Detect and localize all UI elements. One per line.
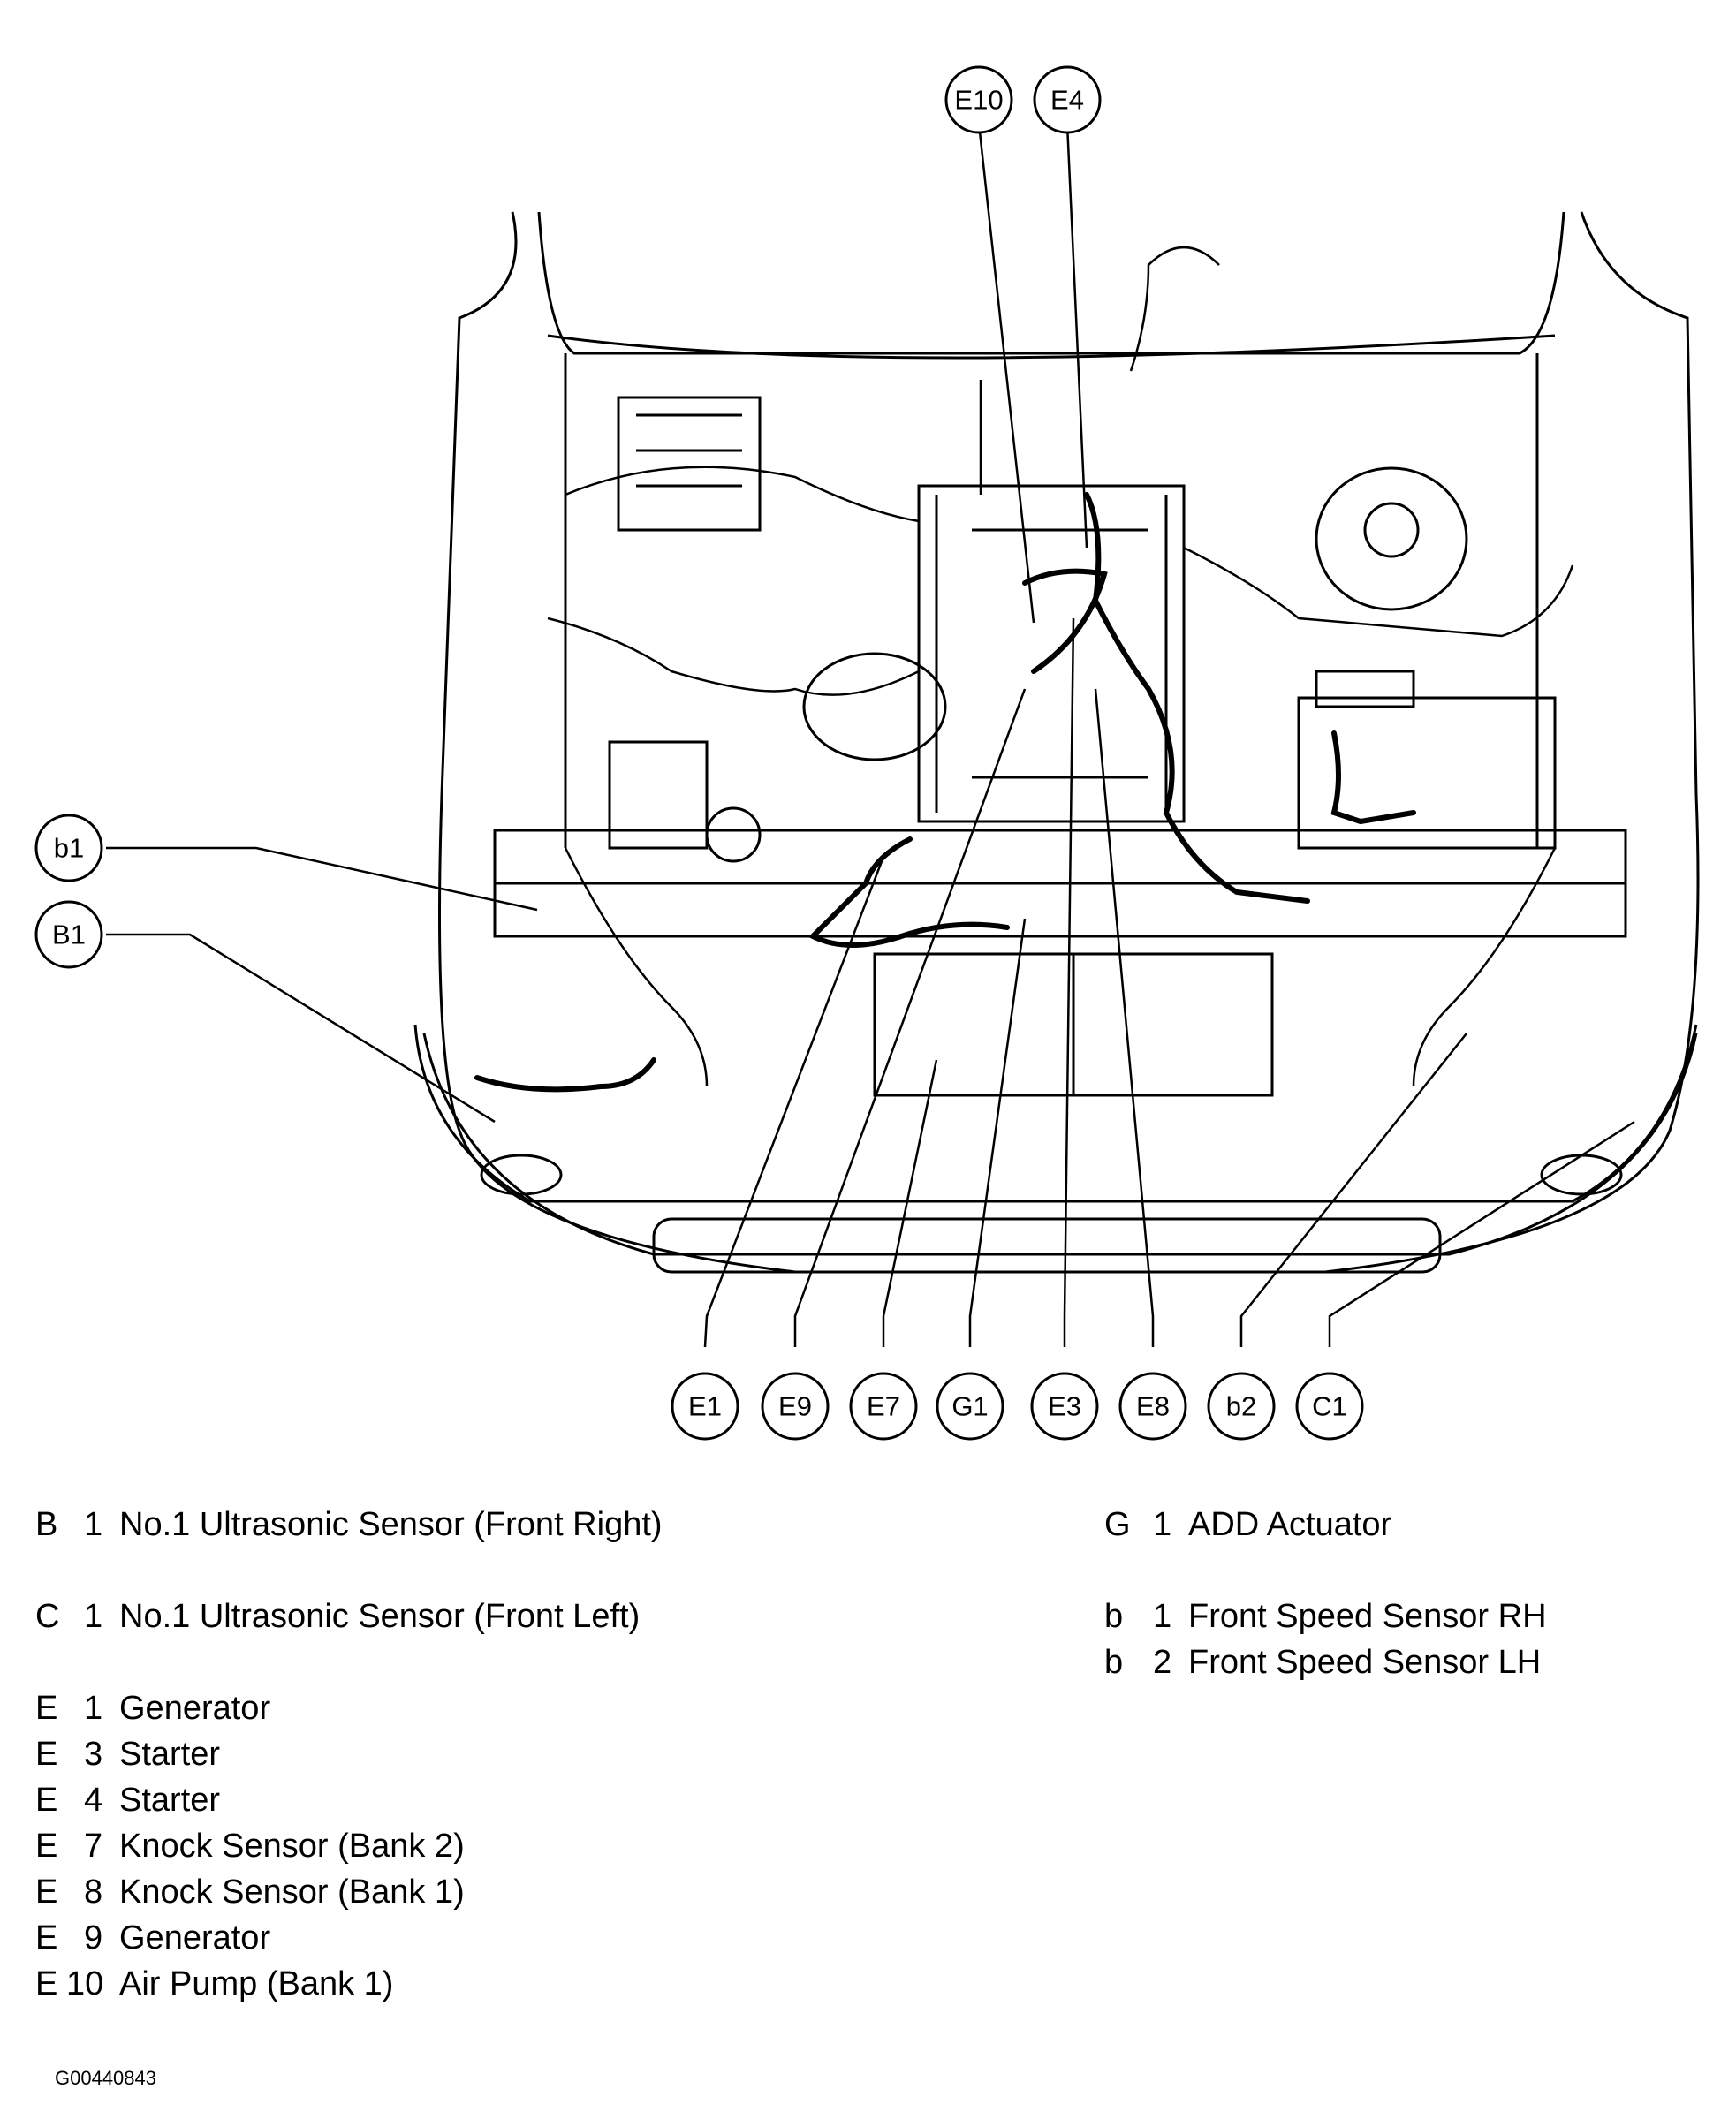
callout-B1 bbox=[34, 900, 103, 969]
callout-G1 bbox=[936, 1372, 1004, 1441]
callout-E3 bbox=[1030, 1372, 1099, 1441]
leader-E3 bbox=[1063, 617, 1075, 1347]
wire-harness-main bbox=[1084, 492, 1310, 904]
leader-E1 bbox=[703, 856, 885, 1348]
leader-E8 bbox=[1094, 688, 1155, 1347]
leader-B1 bbox=[106, 933, 496, 1124]
legend-row: E 4 Starter bbox=[35, 1782, 221, 1819]
callout-label-b1: b1 bbox=[54, 833, 84, 864]
legend-row: C 1 No.1 Ultrasonic Sensor (Front Left) bbox=[35, 1598, 641, 1635]
leader-C1 bbox=[1328, 1120, 1635, 1347]
callout-label-b2: b2 bbox=[1226, 1391, 1256, 1422]
leader-E9 bbox=[793, 688, 1027, 1347]
callout-E7 bbox=[849, 1372, 918, 1441]
legend-row: G 1 ADD Actuator bbox=[1104, 1506, 1392, 1543]
callout-label-E8: E8 bbox=[1136, 1391, 1170, 1422]
leader-G1 bbox=[968, 918, 1027, 1347]
callout-label-E9: E9 bbox=[778, 1391, 812, 1422]
legend-row: E 1 Generator bbox=[35, 1690, 271, 1727]
callout-b2 bbox=[1207, 1372, 1276, 1441]
callout-E1 bbox=[671, 1372, 739, 1441]
legend-row: E 10 Air Pump (Bank 1) bbox=[35, 1965, 394, 2002]
legend-row: E 9 Generator bbox=[35, 1919, 271, 1957]
callout-E8 bbox=[1118, 1372, 1187, 1441]
leader-E4 bbox=[1065, 123, 1088, 549]
legend-row: b 1 Front Speed Sensor RH bbox=[1104, 1598, 1547, 1635]
leader-b2 bbox=[1239, 1033, 1467, 1347]
legend-row: E 7 Knock Sensor (Bank 2) bbox=[35, 1828, 465, 1865]
callout-C1 bbox=[1295, 1372, 1364, 1441]
legend-left: B 1 No.1 Ultrasonic Sensor (Front Right)… bbox=[35, 1502, 663, 2007]
legend-row: E 8 Knock Sensor (Bank 1) bbox=[35, 1873, 465, 1911]
callout-E10 bbox=[944, 65, 1013, 134]
callout-E9 bbox=[761, 1372, 830, 1441]
legend-row: b 2 Front Speed Sensor LH bbox=[1104, 1644, 1542, 1681]
callout-label-E10: E10 bbox=[954, 85, 1003, 116]
legend-row: E 3 Starter bbox=[35, 1736, 221, 1773]
brake-booster bbox=[1315, 466, 1468, 611]
figure-code: G00440843 bbox=[55, 2067, 156, 2089]
callout-label-E1: E1 bbox=[688, 1391, 722, 1422]
legend-row: B 1 No.1 Ultrasonic Sensor (Front Right) bbox=[35, 1506, 663, 1543]
callout-label-E3: E3 bbox=[1048, 1391, 1081, 1422]
legend-right: G 1 ADD Actuator b 1 Front Speed Sensor … bbox=[1104, 1502, 1547, 1685]
callout-b1 bbox=[34, 814, 103, 882]
callout-label-G1: G1 bbox=[951, 1391, 988, 1422]
callout-label-E7: E7 bbox=[867, 1391, 900, 1422]
leader-E7 bbox=[882, 1059, 938, 1347]
battery bbox=[1297, 696, 1557, 850]
callout-label-E4: E4 bbox=[1050, 85, 1084, 116]
callout-label-C1: C1 bbox=[1312, 1391, 1347, 1422]
engine-block bbox=[917, 484, 1186, 823]
leader-E10 bbox=[977, 123, 1035, 624]
callout-E4 bbox=[1033, 65, 1102, 134]
fuse-box bbox=[617, 396, 762, 532]
leader-b1 bbox=[106, 846, 538, 912]
callout-label-B1: B1 bbox=[52, 920, 86, 950]
front-bumper bbox=[422, 1033, 1698, 1256]
